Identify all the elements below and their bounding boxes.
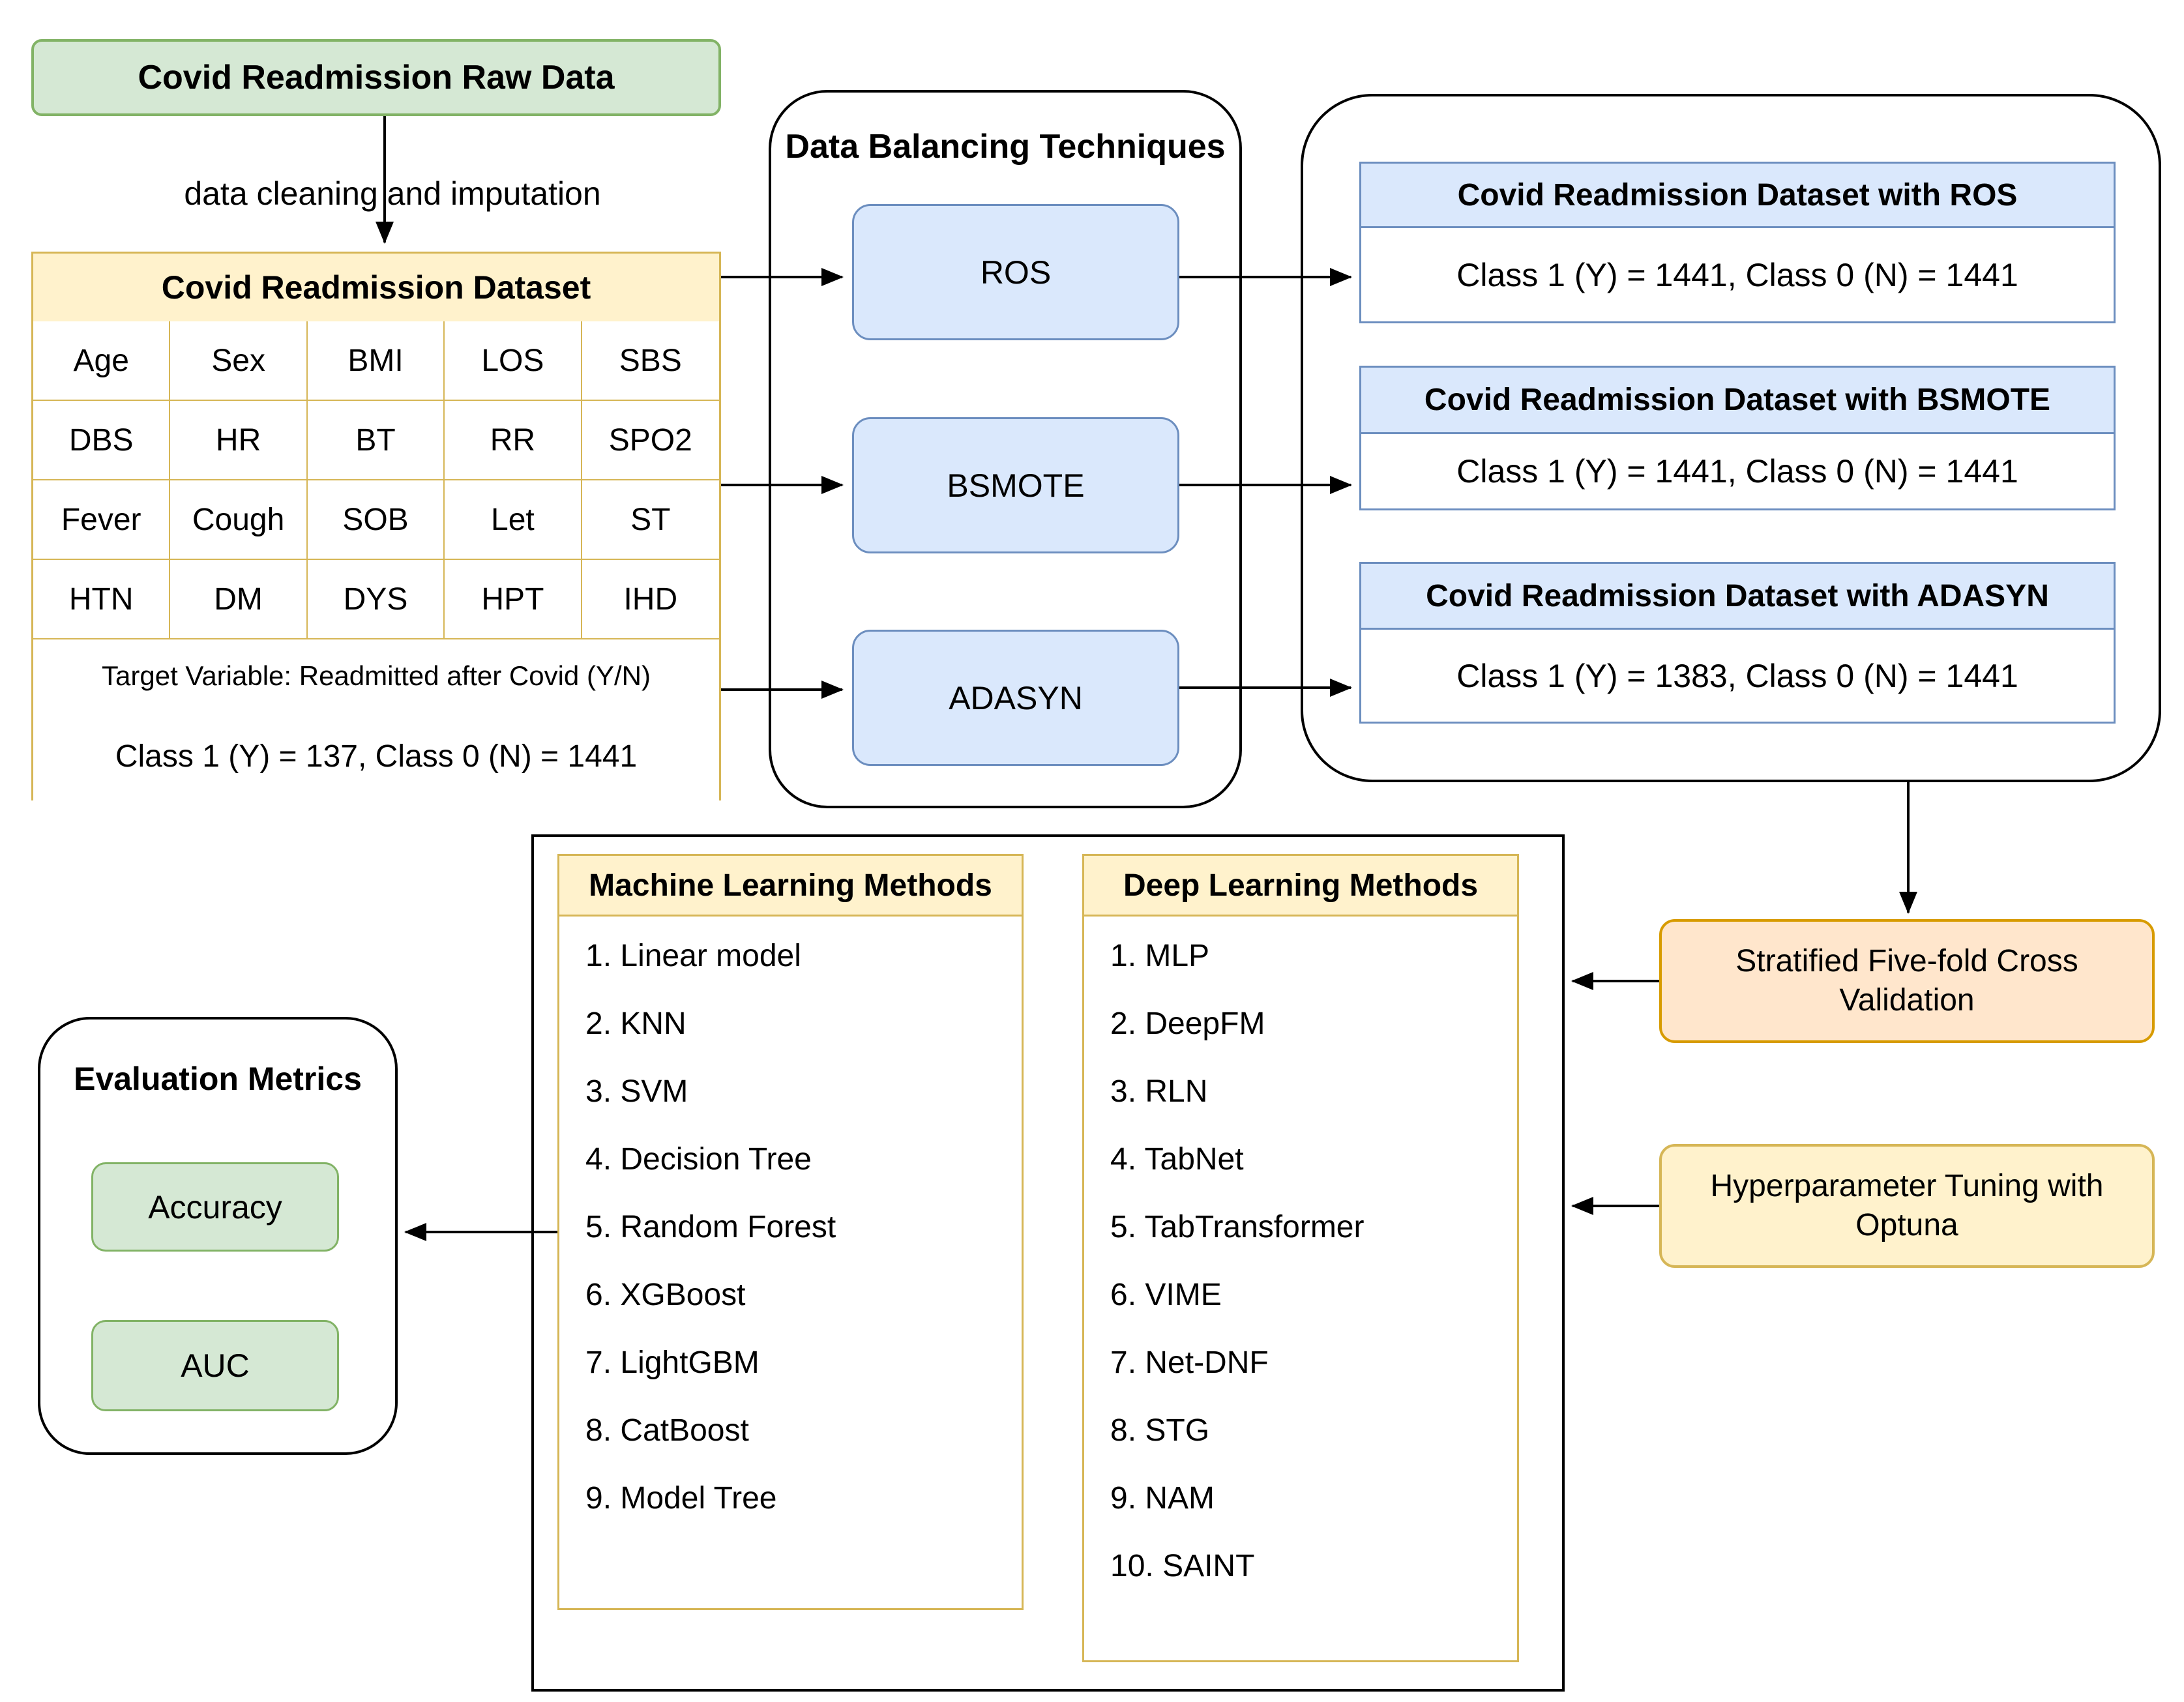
ml-method-item: 7. LightGBM (585, 1345, 760, 1380)
ml-method-item: 2. KNN (585, 1006, 686, 1041)
node-hyperparameter-tuning: Hyperparameter Tuning with Optuna (1659, 1144, 2155, 1268)
dl-method-item: 9. NAM (1110, 1481, 1215, 1516)
dataset-class-row: Class 1 (Y) = 137, Class 0 (N) = 1441 (33, 712, 719, 800)
feature-cell: DYS (307, 560, 445, 639)
node-raw-data: Covid Readmission Raw Data (31, 39, 721, 116)
dl-method-item: 6. VIME (1110, 1278, 1222, 1312)
dl-methods-list: Deep Learning Methods 1. MLP 2. DeepFM 3… (1082, 854, 1519, 1662)
dataset-bsmote-title: Covid Readmission Dataset with BSMOTE (1359, 366, 2116, 434)
ml-method-item: 3. SVM (585, 1074, 688, 1109)
feature-cell: RR (445, 401, 582, 480)
dl-method-item: 3. RLN (1110, 1074, 1208, 1109)
dataset-feature-grid: Age Sex BMI LOS SBS DBS HR BT RR SPO2 Fe… (33, 321, 719, 639)
dl-methods-title: Deep Learning Methods (1084, 856, 1517, 917)
dl-method-item: 5. TabTransformer (1110, 1210, 1365, 1244)
ml-method-item: 4. Decision Tree (585, 1142, 812, 1177)
ml-methods-list: Machine Learning Methods 1. Linear model… (557, 854, 1024, 1610)
dataset-adasyn-title: Covid Readmission Dataset with ADASYN (1359, 562, 2116, 630)
feature-cell: Age (33, 321, 171, 401)
feature-cell: SOB (307, 480, 445, 560)
ml-methods-title: Machine Learning Methods (559, 856, 1022, 917)
dl-method-item: 8. STG (1110, 1413, 1210, 1448)
label-cleaning-step: data cleaning and imputation (184, 175, 601, 212)
dataset-ros-title: Covid Readmission Dataset with ROS (1359, 162, 2116, 228)
dl-method-item: 7. Net-DNF (1110, 1345, 1269, 1380)
node-auc: AUC (91, 1320, 339, 1411)
dataset-table: Covid Readmission Dataset Age Sex BMI LO… (31, 252, 721, 800)
ml-method-item: 8. CatBoost (585, 1413, 749, 1448)
dataset-adasyn-classes: Class 1 (Y) = 1383, Class 0 (N) = 1441 (1359, 630, 2116, 724)
feature-cell: Let (445, 480, 582, 560)
feature-cell: Sex (170, 321, 308, 401)
feature-cell: SPO2 (582, 401, 719, 480)
ml-method-item: 1. Linear model (585, 939, 801, 973)
ml-method-item: 9. Model Tree (585, 1481, 777, 1516)
evaluation-title: Evaluation Metrics (74, 1061, 362, 1097)
feature-cell: DM (170, 560, 308, 639)
node-accuracy: Accuracy (91, 1162, 339, 1252)
dataset-target-row: Target Variable: Readmitted after Covid … (33, 639, 719, 714)
feature-cell: BT (307, 401, 445, 480)
feature-cell: HPT (445, 560, 582, 639)
dataset-ros-classes: Class 1 (Y) = 1441, Class 0 (N) = 1441 (1359, 228, 2116, 323)
feature-cell: ST (582, 480, 719, 560)
dl-method-item: 10. SAINT (1110, 1549, 1255, 1583)
feature-cell: IHD (582, 560, 719, 639)
node-adasyn: ADASYN (852, 630, 1179, 766)
node-bsmote: BSMOTE (852, 417, 1179, 553)
node-ros: ROS (852, 204, 1179, 340)
feature-cell: Cough (170, 480, 308, 560)
dl-method-item: 1. MLP (1110, 939, 1210, 973)
feature-cell: HR (170, 401, 308, 480)
dl-method-item: 2. DeepFM (1110, 1006, 1265, 1041)
dl-method-item: 4. TabNet (1110, 1142, 1244, 1177)
feature-cell: HTN (33, 560, 171, 639)
ml-method-item: 5. Random Forest (585, 1210, 836, 1244)
dataset-table-title: Covid Readmission Dataset (33, 254, 719, 323)
ml-method-item: 6. XGBoost (585, 1278, 746, 1312)
dataset-bsmote-classes: Class 1 (Y) = 1441, Class 0 (N) = 1441 (1359, 434, 2116, 510)
feature-cell: SBS (582, 321, 719, 401)
node-cross-validation: Stratified Five-fold Cross Validation (1659, 919, 2155, 1043)
feature-cell: LOS (445, 321, 582, 401)
balancing-title: Data Balancing Techniques (785, 128, 1226, 166)
feature-cell: BMI (307, 321, 445, 401)
feature-cell: DBS (33, 401, 171, 480)
feature-cell: Fever (33, 480, 171, 560)
